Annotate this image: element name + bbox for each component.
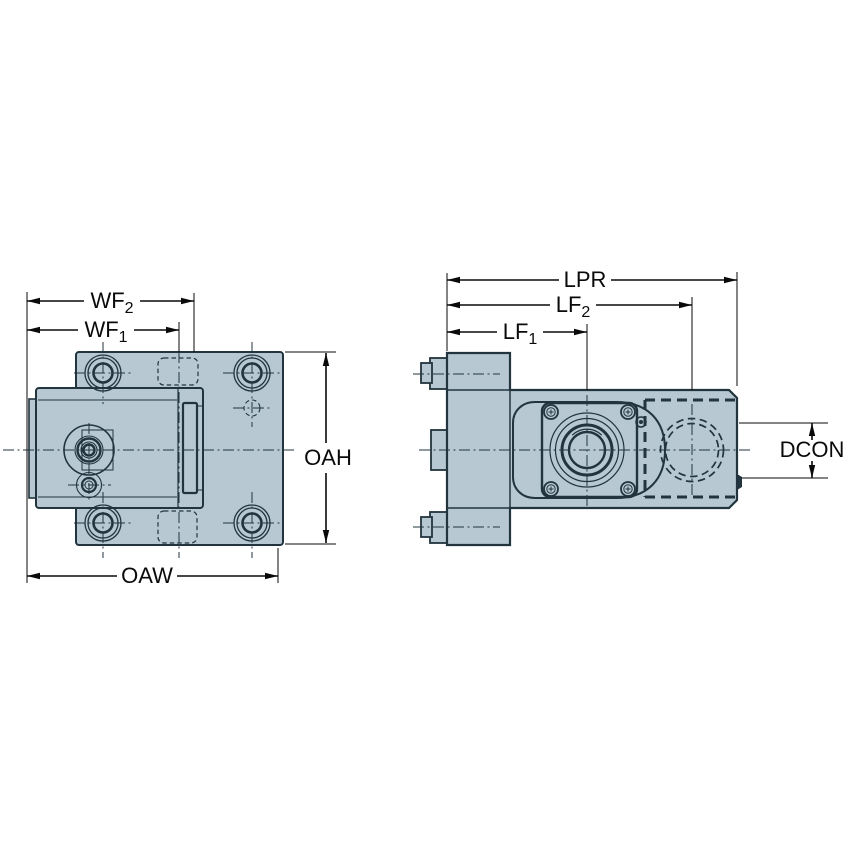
flange-screw [543,404,559,420]
dimension-lf1: LF1 [447,319,588,390]
arrow-down-icon [322,530,330,543]
dimension-label-oah: OAH [304,445,352,470]
flange-screw [543,481,559,497]
dimension-lf2: LF2 [447,292,693,390]
hidden-slot-bottom [157,510,198,544]
dimension-label-dcon: DCON [780,437,845,462]
arrow-left-icon [27,572,40,580]
dimension-oaw: OAW [27,548,279,588]
dimension-dcon: DCON [739,422,845,479]
arrow-right-icon [574,328,587,336]
centerlines-side [413,373,753,528]
arrow-left-icon [27,297,40,305]
dimension-oah: OAH [285,351,352,545]
arrow-up-icon [808,423,816,436]
dimension-lpr: LPR [446,267,738,386]
dimension-label-wf1: WF1 [84,317,127,346]
centerlines-front [3,342,297,558]
front-block [28,387,204,509]
body-outline [445,351,739,547]
arrow-right-icon [181,297,194,305]
arrow-right-icon [166,326,179,334]
front-plate [35,387,204,509]
side-view [413,351,753,547]
arrow-left-icon [447,328,460,336]
edge-pin [737,474,742,490]
flange-screw [620,481,636,497]
arrow-down-icon [808,465,816,478]
arrow-right-icon [679,301,692,309]
dimension-wf1: WF1 [27,317,180,352]
flange-screw [620,404,636,420]
arrow-right-icon [724,276,737,284]
hidden-pocket [643,398,737,499]
arrow-up-icon [322,353,330,366]
hidden-slot-top [157,357,199,386]
dimension-label-lpr: LPR [564,267,607,292]
arrow-left-icon [447,301,460,309]
front-view [3,342,297,558]
dimension-label-lf2: LF2 [556,292,591,321]
dimension-wf2: WF2 [27,288,195,352]
guide-rail [181,401,199,495]
arrow-left-icon [447,276,460,284]
arrow-left-icon [27,326,40,334]
dimension-label-wf2: WF2 [90,288,133,317]
arrow-right-icon [265,572,278,580]
dimension-label-lf1: LF1 [503,319,538,348]
dimension-label-oaw: OAW [121,563,173,588]
